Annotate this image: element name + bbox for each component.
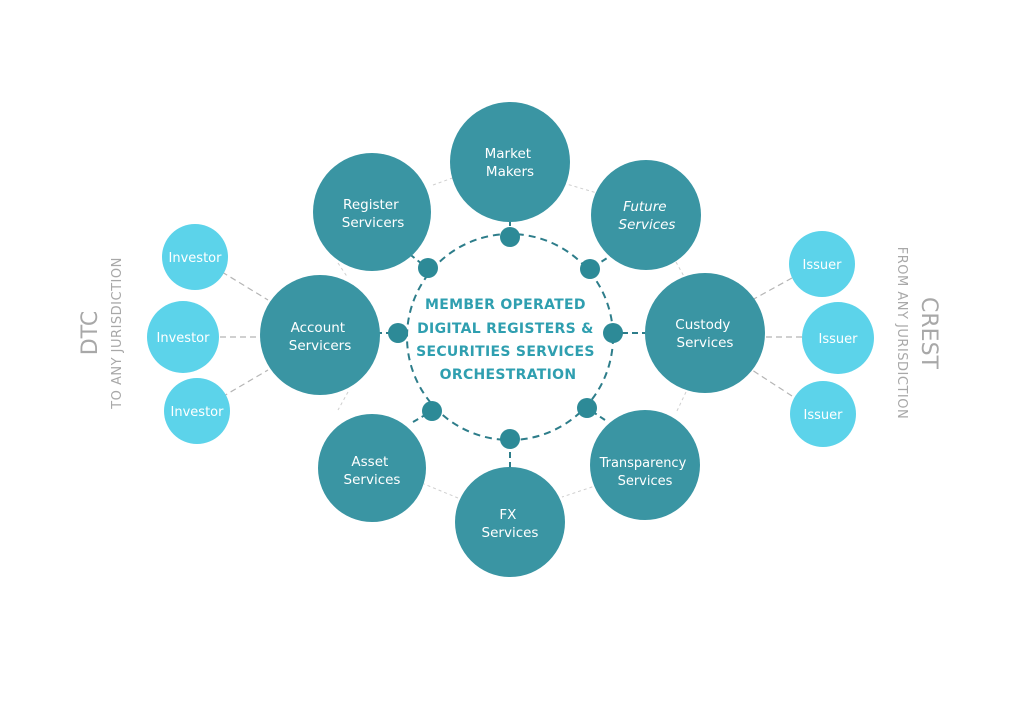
orbit-connectors xyxy=(337,175,687,499)
svg-text:Register Servicers: Register Servicers xyxy=(342,197,404,231)
investor-node: Investor xyxy=(162,224,228,290)
svg-text:Transparency Services: Transparency Services xyxy=(599,456,691,489)
node-asset-services: Asset Services xyxy=(318,414,426,522)
svg-text:Future Services: Future Services xyxy=(619,199,676,233)
node-custody-services: Custody Services xyxy=(645,273,765,393)
svg-text:TO ANY JURISDICTION: TO ANY JURISDICTION xyxy=(110,257,125,410)
issuer-node: Issuer xyxy=(802,302,874,374)
svg-text:Asset Services: Asset Services xyxy=(344,454,401,488)
svg-text:Investor: Investor xyxy=(169,251,223,266)
node-market-makers: Market Makers xyxy=(450,102,570,222)
svg-text:Account Servicers: Account Servicers xyxy=(289,320,351,354)
node-account-servicers: Account Servicers xyxy=(260,275,380,395)
svg-text:Issuer: Issuer xyxy=(803,258,843,273)
issuer-node: Issuer xyxy=(789,231,855,297)
svg-text:Investor: Investor xyxy=(171,405,225,420)
node-register-servicers: Register Servicers xyxy=(313,153,431,271)
investor-node: Investor xyxy=(147,301,219,373)
svg-text:FROM ANY JURISDICTION: FROM ANY JURISDICTION xyxy=(894,247,909,419)
center-title: MEMBER OPERATED DIGITAL REGISTERS & SECU… xyxy=(416,297,600,383)
investor-node: Investor xyxy=(164,378,230,444)
svg-text:Issuer: Issuer xyxy=(819,332,859,347)
right-side-label: CREST FROM ANY JURISDICTION xyxy=(894,247,941,419)
left-side-label: DTC TO ANY JURISDICTION xyxy=(78,257,125,410)
svg-text:Issuer: Issuer xyxy=(804,408,844,423)
svg-text:Investor: Investor xyxy=(157,331,211,346)
issuer-node: Issuer xyxy=(790,381,856,447)
svg-text:Market Makers: Market Makers xyxy=(485,146,536,180)
ring-dots xyxy=(388,227,623,449)
svg-text:CREST: CREST xyxy=(916,297,941,370)
svg-text:DTC: DTC xyxy=(78,311,103,355)
node-future-services: Future Services xyxy=(591,160,701,270)
svg-text:Custody Services: Custody Services xyxy=(675,317,734,351)
node-fx-services: FX Services xyxy=(455,467,565,577)
edge-lines xyxy=(220,271,802,398)
node-transparency-services: Transparency Services xyxy=(590,410,700,520)
svg-text:FX Services: FX Services xyxy=(482,507,539,541)
